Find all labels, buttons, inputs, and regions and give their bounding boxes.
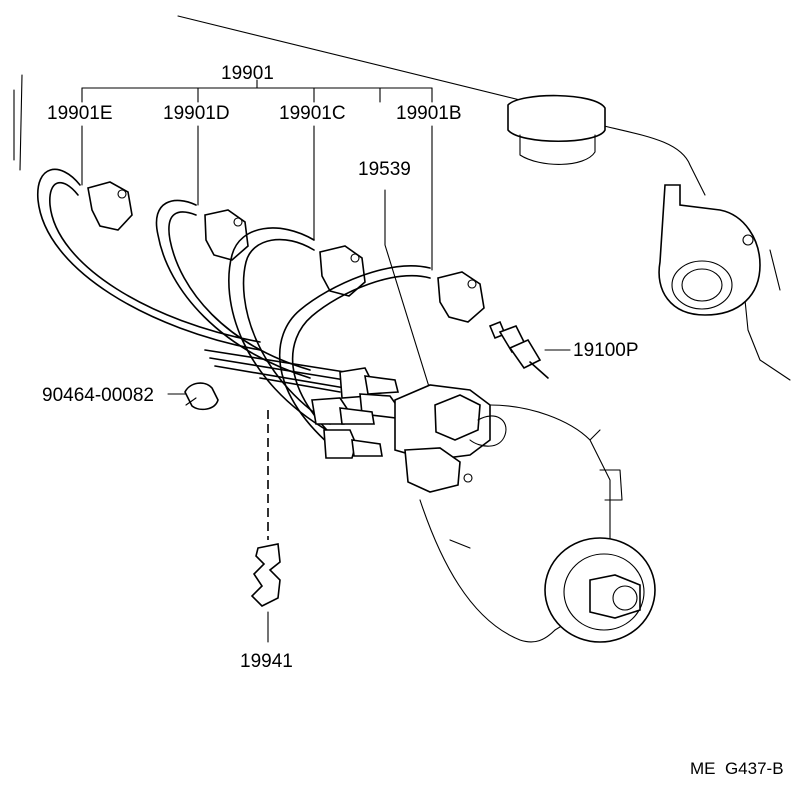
label-19901d: 19901D — [163, 103, 230, 124]
label-90464-00082: 90464-00082 — [42, 385, 154, 406]
plug-cord-c — [229, 228, 365, 432]
cord-holder — [252, 410, 280, 642]
plug-cord-b — [280, 266, 484, 445]
label-19901e: 19901E — [47, 103, 113, 124]
plug-cord-e — [38, 169, 260, 350]
ignition-coil — [395, 385, 506, 492]
cord-connectors — [312, 368, 400, 458]
label-19901c: 19901C — [279, 103, 346, 124]
water-outlet — [659, 185, 760, 315]
engine-outline — [14, 16, 790, 380]
label-19100p: 19100P — [573, 340, 639, 361]
plug-cord-d — [156, 200, 310, 378]
label-19539: 19539 — [358, 159, 411, 180]
label-19901b: 19901B — [396, 103, 462, 124]
spark-plug — [490, 322, 570, 378]
distributor-cap — [545, 538, 655, 642]
cord-harness — [205, 350, 345, 392]
cord-set-bracket — [82, 80, 432, 390]
diagram-ref-code: ME G437-B — [690, 759, 784, 778]
cord-clamp — [168, 383, 218, 409]
label-19901: 19901 — [221, 63, 274, 84]
label-19941: 19941 — [240, 651, 293, 672]
reservoir-cap — [508, 96, 605, 165]
